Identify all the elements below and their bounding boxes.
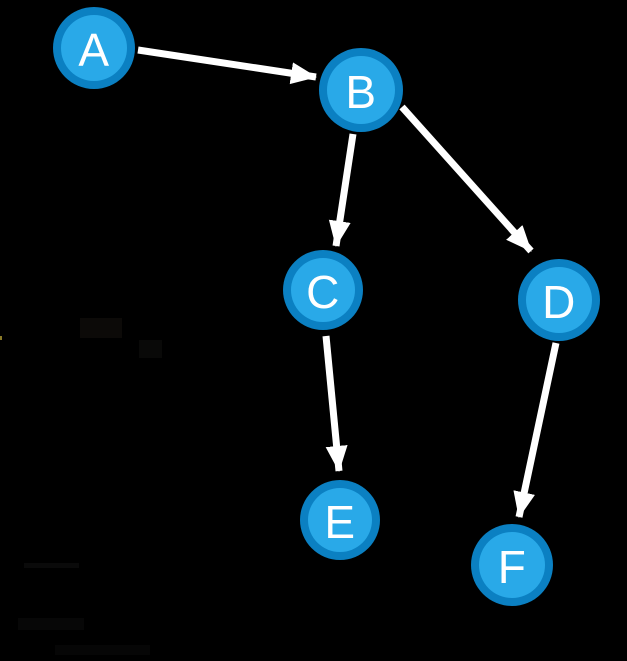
node-C-label: C	[306, 266, 340, 318]
edge-c-e	[322, 335, 348, 472]
node-B-label: B	[345, 66, 376, 118]
node-A-label: A	[78, 24, 109, 76]
node-B[interactable]: B	[319, 48, 403, 132]
edge-b-c	[328, 133, 357, 247]
edge-a-b	[137, 46, 317, 85]
edge-d-f	[513, 342, 560, 518]
node-A-core	[61, 15, 127, 81]
background-artifact	[55, 645, 150, 655]
node-E-label: E	[324, 496, 355, 548]
node-F-core	[479, 532, 545, 598]
node-E[interactable]: E	[300, 480, 380, 560]
node-D[interactable]: D	[518, 259, 600, 341]
node-F-label: F	[498, 541, 527, 593]
background-artifact	[24, 563, 79, 568]
edge-b-d	[399, 104, 534, 254]
background-artifacts	[0, 318, 162, 655]
node-E-core	[308, 488, 372, 552]
node-A[interactable]: A	[53, 7, 135, 89]
node-D-label: D	[542, 276, 576, 328]
node-C-core	[291, 258, 355, 322]
background-artifact	[139, 340, 162, 358]
background-artifact	[0, 336, 2, 340]
node-B-core	[327, 56, 395, 124]
node-D-core	[526, 267, 592, 333]
background-artifact	[18, 618, 84, 630]
node-C[interactable]: C	[283, 250, 363, 330]
nodes: A B C D E	[53, 7, 600, 606]
background-artifact	[80, 318, 122, 338]
node-F[interactable]: F	[471, 524, 553, 606]
edges	[137, 46, 560, 518]
